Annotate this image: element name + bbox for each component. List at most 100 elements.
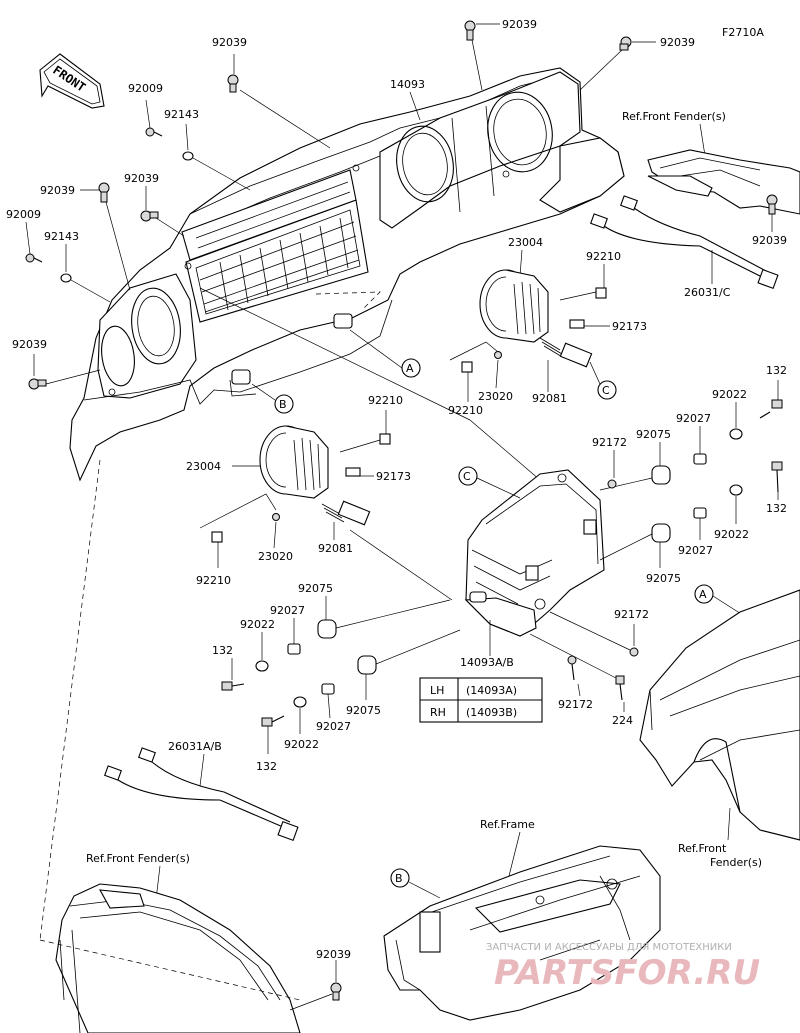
label-92039-topleft: 92039 <box>212 36 247 49</box>
screw-92172-c <box>567 655 581 697</box>
socket-92081-right <box>539 337 601 392</box>
headlight-23004-right <box>479 269 549 359</box>
clip-92039-right <box>766 194 778 232</box>
washer-92022-c <box>255 632 269 672</box>
label-132-d: 132 <box>256 760 277 773</box>
label-92009-a: 92009 <box>128 82 163 95</box>
ref-front-fender-right-1: Ref.Front <box>678 842 727 855</box>
label-92172-a: 92172 <box>592 436 627 449</box>
callout-c-right-label: C <box>602 384 610 397</box>
clip-92039-c <box>140 186 185 237</box>
label-92173-left: 92173 <box>376 470 411 483</box>
label-224: 224 <box>612 714 633 727</box>
label-92210-right-1: 92210 <box>586 250 621 263</box>
frame-section <box>383 845 661 1021</box>
damper-92075-d <box>357 629 461 700</box>
label-92210-left-1: 92210 <box>368 394 403 407</box>
label-92143-b: 92143 <box>44 230 79 243</box>
clip-92039-b <box>80 182 131 291</box>
front-direction-arrow: FRONT <box>39 53 105 109</box>
label-92039-c: 92039 <box>124 172 159 185</box>
callout-c-right: C <box>597 380 617 400</box>
harness-26031c <box>590 195 779 290</box>
label-23004-right: 23004 <box>508 236 543 249</box>
bolt-224 <box>529 633 625 712</box>
clip-92039-d <box>28 354 101 390</box>
callout-a-top-label: A <box>406 362 414 375</box>
label-92022-c: 92022 <box>240 618 275 631</box>
label-92039-right: 92039 <box>752 234 787 247</box>
label-14093ab: 14093A/B <box>460 656 514 669</box>
label-26031c: 26031/C <box>684 286 731 299</box>
label-92009-b: 92009 <box>6 208 41 221</box>
label-92143-a: 92143 <box>164 108 199 121</box>
bolt-92009-b <box>25 221 43 263</box>
clip-92173-left <box>345 467 374 477</box>
damper-92075-a <box>599 442 671 491</box>
damper-92075-b <box>599 523 671 568</box>
label-92027-d: 92027 <box>316 720 351 733</box>
variant-table: LH (14093A) RH (14093B) <box>419 677 543 723</box>
bolt-132-b <box>771 461 783 500</box>
washer-92022-b <box>729 484 743 524</box>
screw-92172-a <box>607 450 617 489</box>
label-23020-left: 23020 <box>258 550 293 563</box>
label-92210-left-2: 92210 <box>196 574 231 587</box>
label-92172-b: 92172 <box>614 608 649 621</box>
label-92039-d: 92039 <box>12 338 47 351</box>
collar-92027-a <box>693 426 707 465</box>
variant-row-lh-part: (14093A) <box>466 684 517 697</box>
label-92027-c: 92027 <box>270 604 305 617</box>
nut-92210-left-1 <box>339 410 391 453</box>
bracket-14093ab <box>464 469 605 637</box>
label-92027-b: 92027 <box>678 544 713 557</box>
nut-92210-left-2 <box>199 493 277 568</box>
label-92039-bottom: 92039 <box>316 948 351 961</box>
clip-92039-bottom <box>289 960 342 1011</box>
label-92075-d: 92075 <box>346 704 381 717</box>
front-fender-top-right <box>647 149 800 215</box>
label-92081-right: 92081 <box>532 392 567 405</box>
ref-front-fender-right-2: Fender(s) <box>710 856 762 869</box>
label-92022-d: 92022 <box>284 738 319 751</box>
label-26031ab: 26031A/B <box>168 740 222 753</box>
callout-c-bracket: C <box>458 466 521 499</box>
watermark-tagline: ЗАПЧАСТИ И АКСЕССУАРЫ ДЛЯ МОТОТЕХНИКИ <box>486 942 732 953</box>
washer-92022-a <box>729 402 743 440</box>
ref-front-fender-bottom: Ref.Front Fender(s) <box>86 852 190 865</box>
socket-92081-left <box>321 500 371 540</box>
clip-92039-topleft <box>227 54 331 149</box>
label-14093: 14093 <box>390 78 425 91</box>
label-92173-right: 92173 <box>612 320 647 333</box>
watermark-brand: PARTSFOR.RU <box>494 953 760 993</box>
label-92022-b: 92022 <box>714 528 749 541</box>
label-132-c: 132 <box>212 644 233 657</box>
collar-92027-b <box>693 507 707 540</box>
callout-b-frame-label: B <box>395 872 403 885</box>
bolt-132-d <box>261 715 285 754</box>
callout-a-top: A <box>349 329 421 378</box>
harness-26031ab <box>104 747 299 842</box>
washer-92143-a <box>182 123 251 191</box>
callout-b-frame: B <box>390 868 441 899</box>
label-92081-left-text: 92081 <box>318 542 353 555</box>
ref-front-fender-top: Ref.Front Fender(s) <box>622 110 726 123</box>
label-92039-b: 92039 <box>40 184 75 197</box>
label-132-b: 132 <box>766 502 787 515</box>
headlight-23004-left <box>259 425 329 521</box>
clip-92173-right <box>569 319 610 329</box>
callout-a-right-label: A <box>699 588 707 601</box>
callout-b-top: B <box>251 383 294 414</box>
variant-row-rh-side: RH <box>430 706 446 719</box>
front-fender-right <box>639 589 800 841</box>
label-92039-top: 92039 <box>502 18 537 31</box>
bolt-132-c <box>221 658 245 691</box>
nut-92210-right-2 <box>449 341 499 402</box>
callout-c-bracket-label: C <box>463 470 471 483</box>
clip-92039-top <box>464 20 500 91</box>
clip-92039-topright <box>579 36 656 91</box>
label-132-a: 132 <box>766 364 787 377</box>
label-92075-b: 92075 <box>646 572 681 585</box>
variant-row-rh-part: (14093B) <box>466 706 517 719</box>
nut-92210-right-1 <box>559 264 607 301</box>
